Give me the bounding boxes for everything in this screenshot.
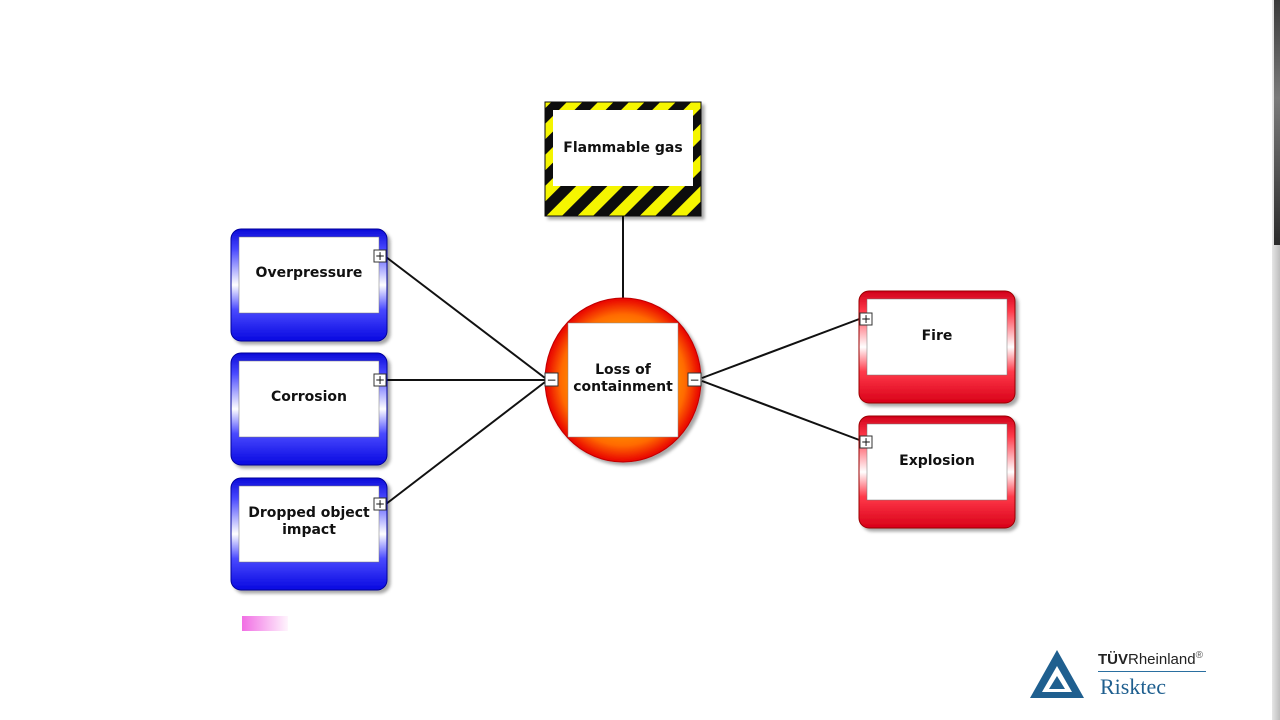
threat-node-corrosion[interactable] [230, 352, 388, 466]
expand-toggle-explosion[interactable]: + [859, 435, 873, 449]
expand-toggle-dropped-object[interactable]: + [373, 497, 387, 511]
logo-brand: TÜVRheinland® [1098, 650, 1203, 668]
threat-connector-overpressure [385, 256, 546, 379]
top-event-node[interactable] [544, 297, 702, 463]
threat-node-dropped-object[interactable] [230, 477, 388, 591]
logo-brand-rest: Rheinland [1128, 651, 1196, 668]
collapse-toggle-right[interactable]: − [687, 372, 702, 387]
threat-connector-dropped-object [385, 381, 546, 505]
hazard-node[interactable] [544, 101, 702, 217]
collapse-toggle-left[interactable]: − [544, 372, 559, 387]
consequence-node-fire[interactable] [858, 290, 1016, 404]
svg-text:+: + [375, 373, 385, 387]
svg-text:+: + [861, 312, 871, 326]
window-right-edge-shadow [1274, 0, 1280, 245]
logo-registered: ® [1195, 650, 1203, 661]
window-right-edge [1272, 0, 1280, 720]
tuv-risktec-logo: TÜVRheinland® Risktec [1028, 646, 1228, 702]
pink-highlight-bar [242, 616, 288, 631]
logo-brand-bold: TÜV [1098, 651, 1128, 668]
svg-text:+: + [375, 497, 385, 511]
connector-lines [385, 216, 863, 505]
svg-text:−: − [546, 373, 556, 387]
svg-text:+: + [375, 249, 385, 263]
expand-toggle-fire[interactable]: + [859, 312, 873, 326]
consequence-connector-fire [701, 317, 863, 379]
expand-toggle-overpressure[interactable]: + [373, 249, 387, 263]
expand-toggle-corrosion[interactable]: + [373, 373, 387, 387]
logo-product: Risktec [1100, 674, 1166, 699]
consequence-node-explosion[interactable] [858, 415, 1016, 529]
triangle-logo-icon [1030, 650, 1084, 698]
logo-divider [1098, 671, 1206, 672]
svg-text:−: − [689, 373, 699, 387]
svg-text:+: + [861, 435, 871, 449]
consequence-connector-explosion [701, 380, 863, 442]
threat-node-overpressure[interactable] [230, 228, 388, 342]
